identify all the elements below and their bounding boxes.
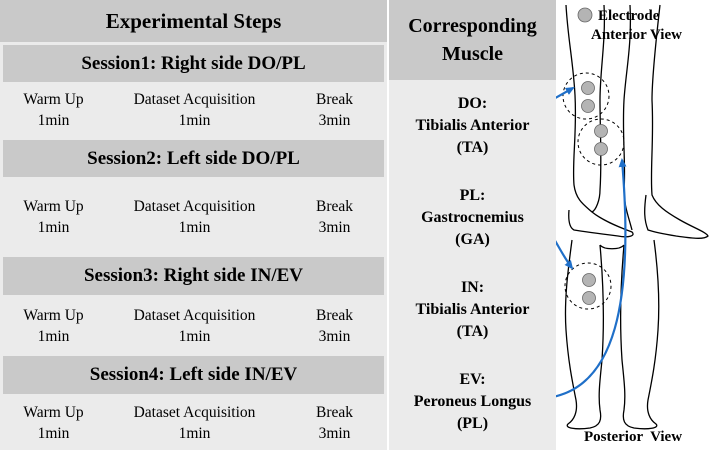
connector-arrows [556, 87, 627, 398]
session-4-title: Session4: Left side IN/EV [3, 356, 384, 394]
experimental-steps-title: Experimental Steps [105, 8, 282, 33]
muscle-ev: EV: Peroneus Longus (PL) [413, 371, 532, 432]
corresponding-muscle-header: Corresponding Muscle [389, 0, 556, 80]
arrow-ev [556, 158, 627, 398]
muscle-in: IN: Tibialis Anterior (TA) [415, 279, 530, 340]
arrow-pl [556, 240, 574, 270]
anterior-view-label: Anterior View [591, 27, 682, 43]
posterior-view-label: Posterior View [584, 429, 682, 445]
electrode-pl-1 [594, 124, 608, 138]
muscle-do: DO: Tibialis Anterior (TA) [415, 95, 530, 156]
electrode-legend-label: Electrode [598, 8, 660, 24]
muscle-pl: PL: Gastrocnemius (GA) [421, 187, 524, 248]
arrow-do [556, 87, 575, 99]
electrode-pl-2 [594, 142, 608, 156]
electrode-in-2 [582, 291, 596, 305]
muscle-header-line-1: Corresponding [408, 15, 537, 37]
session-2-title: Session2: Left side DO/PL [3, 140, 384, 177]
experimental-steps-header: Experimental Steps [0, 0, 387, 42]
electrode-markers [577, 7, 608, 305]
electrode-site-circles [562, 72, 625, 310]
muscle-header-line-2: Muscle [441, 43, 504, 65]
session-3-title: Session3: Right side IN/EV [3, 257, 384, 295]
session-1-title: Session1: Right side DO/PL [3, 45, 384, 82]
electrode-do-1 [581, 81, 595, 95]
electrode-in-1 [582, 273, 596, 287]
electrode-legend-icon [577, 7, 593, 23]
muscle-panel: DO: Tibialis Anterior (TA) PL: Gastrocne… [389, 80, 556, 450]
electrode-do-2 [581, 99, 595, 113]
leg-figure: Electrode Anterior View Posterior View [556, 4, 709, 445]
